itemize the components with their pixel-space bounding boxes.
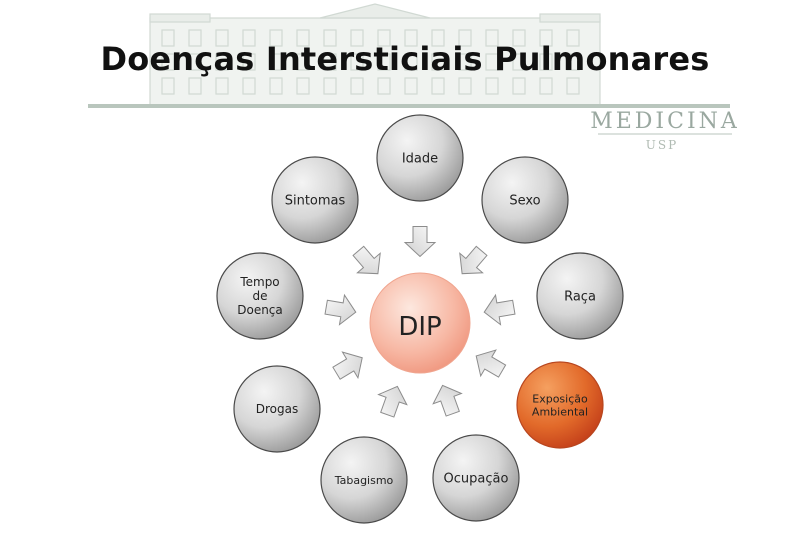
- logo-text: MEDICINA: [590, 109, 740, 134]
- arrow-exposicao: [475, 349, 507, 378]
- node-circle-drogas: [233, 365, 321, 453]
- arrows-group: [324, 226, 516, 418]
- building-window: [539, 77, 553, 95]
- building-window: [269, 29, 283, 47]
- building-window: [485, 77, 499, 95]
- node-label-tempo: Tempo: [239, 275, 279, 289]
- building-window: [431, 53, 445, 71]
- building-window: [512, 29, 526, 47]
- building-window: [296, 29, 310, 47]
- building-window: [242, 53, 256, 71]
- node-circle-sintomas: [271, 156, 359, 244]
- arrow-drogas: [332, 351, 363, 380]
- node-sintomas: Sintomas: [271, 156, 359, 244]
- building-window: [269, 53, 283, 71]
- building-window: [485, 53, 499, 71]
- node-ocupacao: Ocupação: [432, 434, 520, 522]
- center-circle: [369, 272, 471, 374]
- node-label-raca: Raça: [564, 290, 596, 305]
- node-circle-tempo: [216, 252, 304, 340]
- building-window: [161, 53, 175, 71]
- building-window: [458, 29, 472, 47]
- building-window: [566, 77, 580, 95]
- node-circle-tabagismo: [320, 436, 408, 524]
- building-window: [404, 77, 418, 95]
- node-label-tempo: de: [253, 289, 268, 303]
- building-window: [350, 29, 364, 47]
- arrow-raca: [483, 293, 516, 326]
- building-window: [377, 29, 391, 47]
- node-raca: Raça: [536, 252, 624, 340]
- building-window: [539, 29, 553, 47]
- building-window: [161, 29, 175, 47]
- building-window: [350, 77, 364, 95]
- building-window: [188, 29, 202, 47]
- center-label: DIP: [398, 312, 441, 342]
- arrow-sexo: [459, 245, 488, 275]
- logo-subtext: USP: [646, 138, 678, 152]
- building-window: [566, 29, 580, 47]
- node-circle-ocupacao: [432, 434, 520, 522]
- building-window: [215, 77, 229, 95]
- building-window: [242, 77, 256, 95]
- node-label-sintomas: Sintomas: [285, 194, 346, 209]
- building-window: [215, 29, 229, 47]
- building-window: [539, 53, 553, 71]
- node-label-exposicao: Ambiental: [532, 405, 588, 418]
- arrow-ocupacao: [432, 384, 463, 417]
- node-label-ocupacao: Ocupação: [444, 472, 509, 487]
- building-window: [566, 53, 580, 71]
- building-window: [512, 53, 526, 71]
- node-drogas: Drogas: [233, 365, 321, 453]
- arrow-idade: [403, 226, 437, 258]
- node-label-idade: Idade: [402, 152, 438, 167]
- node-idade: Idade: [376, 114, 464, 202]
- building-window: [188, 77, 202, 95]
- node-circle-raca: [536, 252, 624, 340]
- building-window: [161, 77, 175, 95]
- arrow-tabagismo: [377, 385, 408, 418]
- building-window: [377, 53, 391, 71]
- building-illustration: [149, 3, 601, 107]
- building-window: [431, 29, 445, 47]
- building-window: [323, 53, 337, 71]
- node-label-tabagismo: Tabagismo: [334, 474, 394, 487]
- node-label-sexo: Sexo: [509, 194, 540, 209]
- building-window: [323, 29, 337, 47]
- building-window: [377, 77, 391, 95]
- building-window: [242, 29, 256, 47]
- node-sexo: Sexo: [481, 156, 569, 244]
- arrow-tempo: [324, 293, 357, 326]
- page-title: Doenças Intersticiais Pulmonares: [100, 40, 710, 78]
- arrow-sintomas: [352, 245, 381, 275]
- node-label-exposicao: Exposição: [532, 392, 588, 405]
- node-circle-idade: [376, 114, 464, 202]
- building-window: [458, 77, 472, 95]
- node-label-tempo: Doença: [237, 303, 283, 317]
- building-window: [188, 53, 202, 71]
- building-window: [512, 77, 526, 95]
- building-window: [485, 29, 499, 47]
- building-window: [269, 77, 283, 95]
- header-banner: MEDICINA USP: [88, 3, 740, 152]
- building-window: [215, 53, 229, 71]
- building-window: [404, 53, 418, 71]
- node-label-drogas: Drogas: [256, 402, 298, 416]
- building-window: [350, 53, 364, 71]
- center-node: DIP: [369, 272, 471, 374]
- node-circle-exposicao: [516, 361, 604, 449]
- building-window: [323, 77, 337, 95]
- building-window: [296, 53, 310, 71]
- node-tabagismo: Tabagismo: [320, 436, 408, 524]
- building-window: [458, 53, 472, 71]
- building-window: [431, 77, 445, 95]
- node-circle-sexo: [481, 156, 569, 244]
- building-window: [404, 29, 418, 47]
- building-window: [296, 77, 310, 95]
